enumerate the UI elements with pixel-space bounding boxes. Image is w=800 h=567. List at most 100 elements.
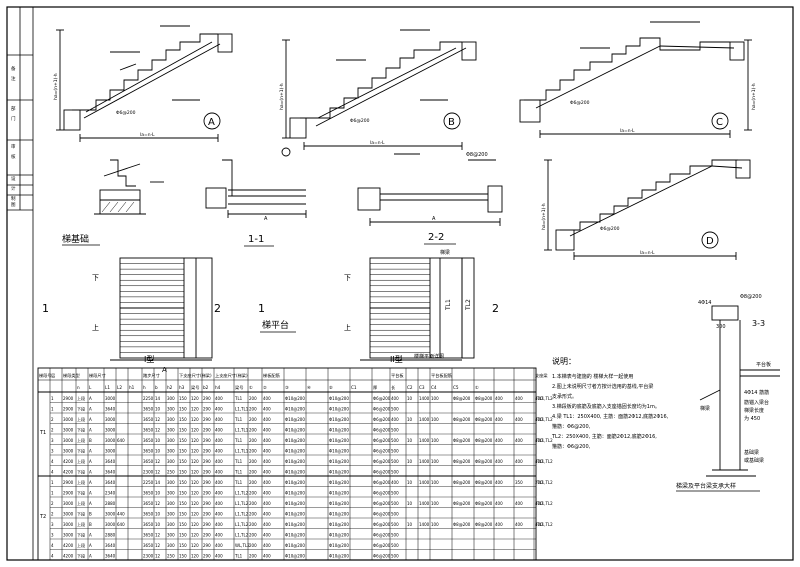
section-2-2 bbox=[357, 153, 503, 226]
table-cell: 500 bbox=[391, 459, 399, 464]
table-cell: 150 bbox=[179, 417, 187, 422]
table-cell: 2 bbox=[51, 512, 54, 517]
table-cell: 10 bbox=[407, 522, 413, 527]
table-cell: A bbox=[89, 449, 92, 454]
table-cell: Φ8@200 bbox=[453, 480, 471, 485]
table-subheader: n bbox=[77, 385, 80, 390]
table-cell: 3640 bbox=[105, 407, 116, 412]
plan1-up: 上 bbox=[92, 323, 99, 332]
table-cell: 上段 bbox=[77, 500, 85, 506]
table-cell: TL1,TL2 bbox=[536, 438, 553, 443]
table-cell: Φ10@200 bbox=[285, 459, 305, 464]
table-cell: B bbox=[89, 438, 92, 443]
table-header: 梯板配筋 bbox=[263, 372, 280, 379]
table-cell: 1400 bbox=[419, 480, 430, 485]
table-cell: 200 bbox=[249, 459, 257, 464]
table-cell: 120 bbox=[191, 554, 199, 559]
table-subheader: C4 bbox=[431, 385, 437, 390]
table-cell: 200 bbox=[249, 533, 257, 538]
table-cell: 290 bbox=[203, 470, 211, 475]
table-cell: 300 bbox=[167, 491, 175, 496]
plan1-dim-a: A bbox=[162, 366, 167, 374]
table-cell: 400 bbox=[215, 417, 223, 422]
note-line: 3.梯段板的底筋及底筋入支座锚固长度均为1m。 bbox=[552, 403, 660, 410]
table-subheader: L2 bbox=[117, 385, 122, 390]
table-cell: 150 bbox=[179, 459, 187, 464]
table-cell: 3000 bbox=[105, 512, 116, 517]
table-cell: 1 bbox=[51, 480, 54, 485]
table-cell: 290 bbox=[203, 417, 211, 422]
detail-33-base: 基础梁 bbox=[744, 449, 759, 456]
table-cell: 150 bbox=[179, 543, 187, 548]
table-cell: 120 bbox=[191, 417, 199, 422]
table-cell: 290 bbox=[203, 512, 211, 517]
table-cell: 10 bbox=[155, 491, 161, 496]
table-cell: Φ10@200 bbox=[285, 512, 305, 517]
table-cell: 300 bbox=[167, 396, 175, 401]
table-cell: TL1 bbox=[234, 554, 243, 559]
table-cell: 4200 bbox=[63, 470, 74, 475]
title-block-label: 审 bbox=[11, 143, 16, 150]
table-cell: 3640 bbox=[105, 543, 116, 548]
title-block-label: 备 bbox=[11, 65, 16, 72]
plan1-down: 下 bbox=[92, 274, 99, 282]
table-cell: 2 bbox=[51, 428, 54, 433]
note-line: 4.梁 TL1：250X400, 主筋：面筋2Φ12,底筋2Φ16, bbox=[552, 413, 669, 420]
table-cell: Φ10@200 bbox=[285, 449, 305, 454]
table-cell: 400 bbox=[515, 501, 523, 506]
stair-a-mark: A bbox=[208, 117, 215, 128]
table-cell: 200 bbox=[249, 438, 257, 443]
table-cell: 3640 bbox=[105, 554, 116, 559]
stair-d-mark: D bbox=[706, 236, 714, 247]
table-cell: 400 bbox=[535, 417, 543, 422]
table-cell: 10 bbox=[407, 396, 413, 401]
table-cell: 3650 bbox=[143, 417, 154, 422]
table-cell: 1 bbox=[51, 491, 54, 496]
section-1-1 bbox=[205, 147, 307, 218]
table-cell: Φ6@200 bbox=[373, 417, 391, 422]
table-subheader: b bbox=[155, 385, 158, 390]
table-cell: A bbox=[89, 396, 92, 401]
table-cell: 500 bbox=[391, 533, 399, 538]
table-cell: 400 bbox=[263, 512, 271, 517]
table-cell: 400 bbox=[515, 438, 523, 443]
table-cell: 100 bbox=[431, 480, 439, 485]
plan2-tl2: TL2 bbox=[465, 299, 472, 311]
table-cell: 500 bbox=[391, 543, 399, 548]
table-cell: Φ8@200 bbox=[453, 396, 471, 401]
table-cell: 4200 bbox=[63, 554, 74, 559]
table-cell: 3650 bbox=[143, 407, 154, 412]
table-cell: Φ10@200 bbox=[285, 491, 305, 496]
title-block-label: 制 bbox=[11, 195, 16, 202]
table-cell: 2300 bbox=[143, 470, 154, 475]
title-block-label: 部 bbox=[11, 105, 16, 112]
table-cell: 150 bbox=[179, 428, 187, 433]
table-cell: 14 bbox=[155, 480, 161, 485]
table-cell: 400 bbox=[215, 554, 223, 559]
stair-b-mark: B bbox=[448, 117, 455, 128]
table-cell: 3640 bbox=[105, 480, 116, 485]
table-cell: B bbox=[89, 512, 92, 517]
table-cell: 10 bbox=[407, 501, 413, 506]
table-cell: 3 bbox=[51, 533, 54, 538]
table-cell: 10 bbox=[155, 522, 161, 527]
table-cell: 400 bbox=[515, 417, 523, 422]
table-cell: A bbox=[89, 501, 92, 506]
stair-a-bar: Φ6@200 bbox=[116, 110, 136, 116]
table-cell: 100 bbox=[431, 438, 439, 443]
stair-d-length-dim: la=n·L bbox=[640, 250, 655, 256]
table-cell: Φ10@200 bbox=[329, 522, 349, 527]
table-header: 支座梁 bbox=[535, 372, 548, 379]
detail-3-3 bbox=[699, 305, 780, 477]
table-cell: 200 bbox=[249, 407, 257, 412]
table-cell: 上段 bbox=[77, 395, 85, 401]
table-cell: Φ8@200 bbox=[475, 522, 493, 527]
table-cell: 3000 bbox=[105, 428, 116, 433]
plan2-legend: 楼梯平面详图 bbox=[414, 353, 444, 360]
plan2-type-label: II型 bbox=[390, 355, 403, 364]
table-cell: 500 bbox=[391, 522, 399, 527]
table-cell: TL1 bbox=[234, 438, 243, 443]
table-cell: 2880 bbox=[105, 501, 116, 506]
table-cell: 3 bbox=[51, 449, 54, 454]
table-cell: 640 bbox=[117, 522, 125, 527]
